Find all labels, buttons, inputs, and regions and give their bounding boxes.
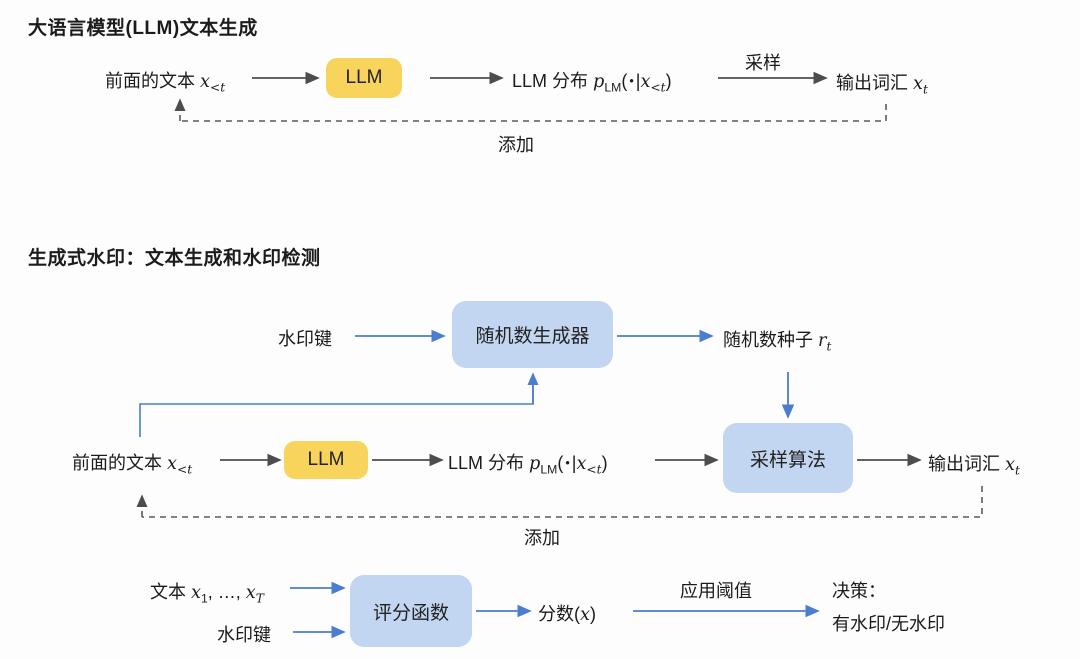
s1-append-label: 添加: [498, 135, 534, 155]
dashed-s1-feedback: [180, 104, 887, 122]
s3-score-box-label: 评分函数: [372, 602, 449, 624]
s1-output-token: 输出词汇 xt: [836, 73, 928, 97]
s2-append-label: 添加: [524, 528, 560, 548]
s3-threshold-label: 应用阈值: [680, 581, 752, 601]
s2-output-token: 输出词汇 xt: [928, 454, 1020, 478]
s3-decision-title: 决策：: [832, 581, 886, 601]
s2-llm-box: LLM: [284, 441, 368, 479]
s3-decision-result: 有水印/无水印: [832, 614, 946, 634]
s1-llm-box: LLM: [326, 58, 402, 98]
s2-llm-distribution: LLM 分布 pLM(•|x<t): [448, 453, 608, 477]
s3-score-value: 分数(x): [538, 604, 596, 625]
s2-prev-text: 前面的文本 x<t: [72, 453, 193, 477]
s2-sampler-box: 采样算法: [723, 423, 853, 493]
s1-prev-text: 前面的文本 x<t: [105, 71, 226, 95]
s1-llm-distribution: LLM 分布 pLM(•|x<t): [512, 71, 672, 95]
s2-watermark-key: 水印键: [278, 329, 332, 349]
line-s2-prev-to-rng: [139, 374, 534, 437]
s2-rng-box: 随机数生成器: [452, 301, 613, 368]
s3-text-input: 文本 x1, …, xT: [150, 582, 264, 606]
s3-watermark-key: 水印键: [217, 625, 271, 645]
s2-random-seed: 随机数种子 rt: [723, 330, 832, 354]
s2-sampler-box-label: 采样算法: [749, 449, 826, 471]
dashed-s2-feedback: [142, 486, 983, 518]
section2-title: 生成式水印：文本生成和水印检测: [28, 248, 321, 269]
s1-sample-label: 采样: [745, 53, 781, 73]
section1-title: 大语言模型(LLM)文本生成: [28, 18, 258, 39]
s3-score-box: 评分函数: [350, 575, 472, 647]
s2-llm-box-label: LLM: [307, 449, 345, 470]
s1-llm-box-label: LLM: [345, 67, 383, 88]
s2-rng-box-label: 随机数生成器: [475, 326, 590, 347]
